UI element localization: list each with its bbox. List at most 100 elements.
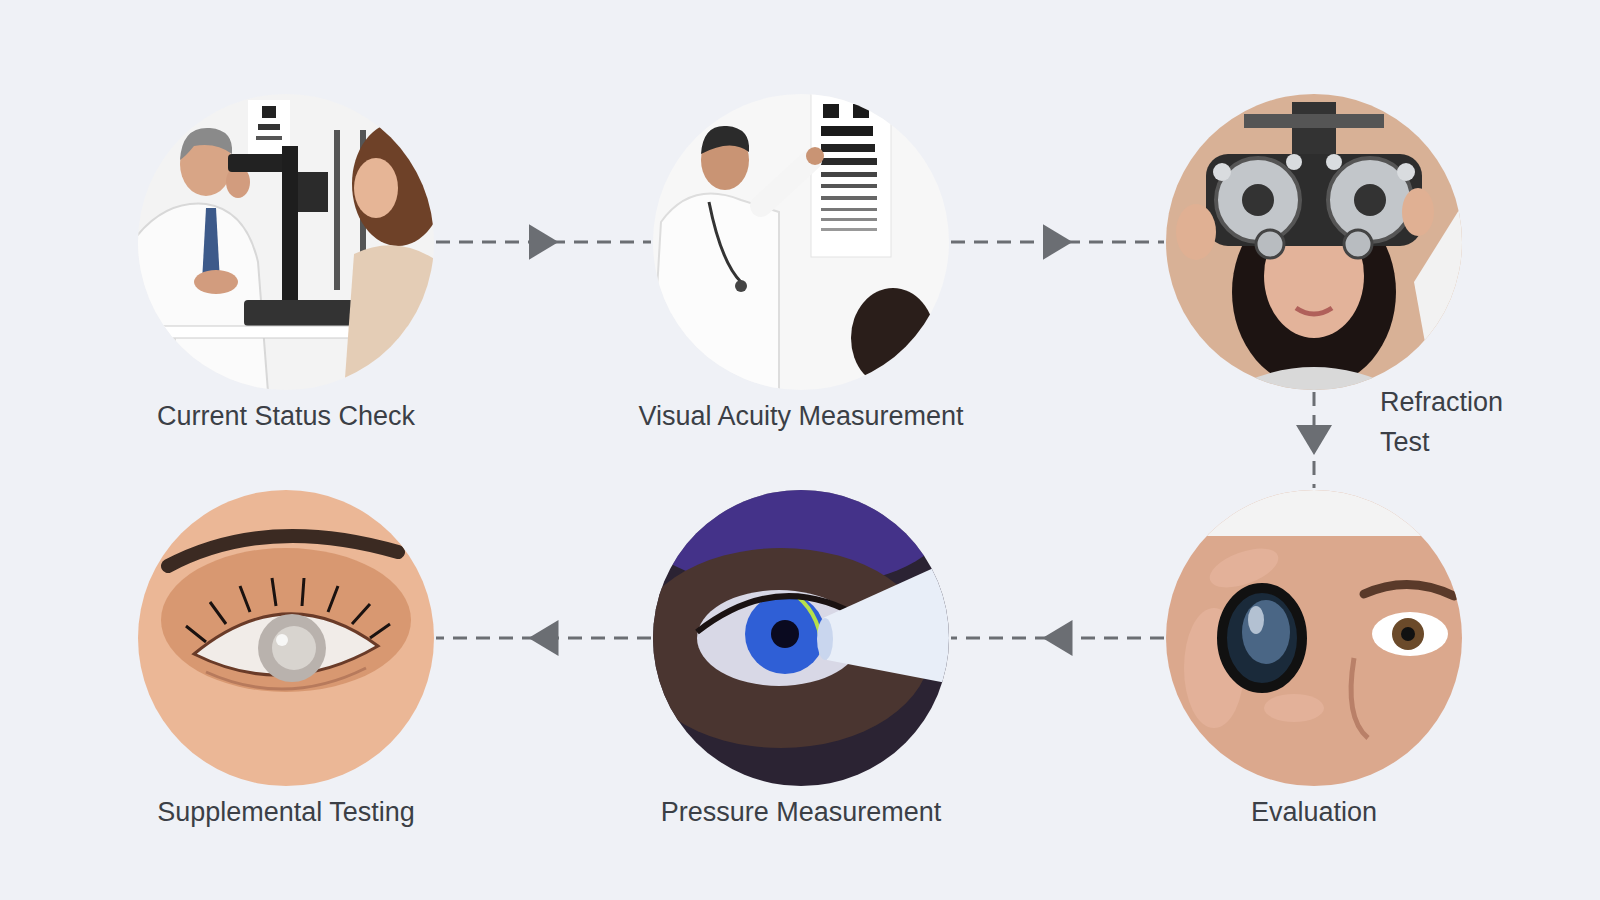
art-shape xyxy=(821,172,877,177)
step-circle: Evaluation xyxy=(1166,490,1462,786)
art-shape xyxy=(831,372,951,392)
dashed-arrow xyxy=(1313,392,1316,488)
art-shape xyxy=(194,270,238,294)
art-shape xyxy=(817,618,833,660)
step-label: Pressure Measurement xyxy=(661,792,942,832)
art-shape xyxy=(651,92,951,392)
art-shape xyxy=(821,144,875,152)
dashed-arrow xyxy=(951,637,1164,640)
art-shape xyxy=(1164,488,1464,788)
art-shape xyxy=(334,130,340,290)
art-shape xyxy=(811,92,891,257)
art-shape xyxy=(1176,204,1216,260)
art-shape xyxy=(1401,627,1415,641)
art-shape xyxy=(853,104,869,118)
art-shape xyxy=(709,202,741,282)
art-shape xyxy=(1164,92,1464,392)
art-shape xyxy=(821,218,877,221)
art-shape xyxy=(206,668,366,689)
step-label: Visual Acuity Measurement xyxy=(638,396,963,436)
art-shape xyxy=(1402,188,1434,236)
art-shape xyxy=(258,614,326,682)
eye-chart-photo xyxy=(651,92,951,392)
art-shape xyxy=(1364,584,1454,596)
dashed-arrow xyxy=(436,241,651,244)
art-shape xyxy=(1392,618,1424,650)
art-shape xyxy=(1213,163,1231,181)
step-label: Current Status Check xyxy=(157,396,415,436)
step-circle: Refraction Test xyxy=(1166,94,1462,390)
art-shape xyxy=(1344,230,1372,258)
dashed-arrow xyxy=(436,637,651,640)
art-shape xyxy=(1326,154,1342,170)
art-shape xyxy=(161,548,411,692)
art-shape xyxy=(136,204,268,392)
art-shape xyxy=(1292,102,1336,162)
art-shape xyxy=(244,300,354,326)
step-circle: Current Status Check xyxy=(138,94,434,390)
art-shape xyxy=(1248,606,1264,634)
step-label: Evaluation xyxy=(1251,792,1377,832)
step-label: Supplemental Testing xyxy=(157,792,415,832)
tonometry-photo xyxy=(631,468,951,788)
art-shape xyxy=(1206,154,1422,246)
phoropter-photo xyxy=(1164,92,1464,392)
art-shape xyxy=(771,620,799,648)
dashed-arrow xyxy=(951,241,1164,244)
art-shape xyxy=(136,488,436,788)
art-shape xyxy=(1224,367,1404,392)
step-circle: Visual Acuity Measurement xyxy=(653,94,949,390)
art-shape xyxy=(1256,230,1284,258)
art-shape xyxy=(821,228,877,231)
art-shape xyxy=(352,122,444,246)
art-shape xyxy=(166,338,176,398)
art-shape xyxy=(1222,588,1302,688)
art-shape xyxy=(1244,114,1384,128)
art-shape xyxy=(1164,488,1464,788)
art-shape xyxy=(806,147,824,165)
art-shape xyxy=(298,172,328,212)
art-shape xyxy=(823,104,839,118)
art-shape xyxy=(821,158,877,165)
art-shape xyxy=(1242,600,1290,664)
art-shape xyxy=(823,560,951,684)
art-shape xyxy=(1242,184,1274,216)
cataract-eye-photo xyxy=(136,488,436,788)
art-shape xyxy=(1264,694,1324,722)
art-shape xyxy=(136,488,436,788)
art-shape xyxy=(651,92,951,392)
step-circle: Supplemental Testing xyxy=(138,490,434,786)
art-shape xyxy=(186,578,390,642)
art-shape xyxy=(180,128,232,160)
art-shape xyxy=(761,160,811,206)
art-shape xyxy=(631,468,951,788)
art-shape xyxy=(136,92,444,398)
step-label: Refraction Test xyxy=(1380,382,1530,462)
art-shape xyxy=(1354,184,1386,216)
evaluation-photo xyxy=(1164,488,1464,788)
art-shape xyxy=(344,245,436,392)
art-shape xyxy=(1296,308,1332,314)
art-shape xyxy=(821,208,877,211)
step-circle: Pressure Measurement xyxy=(653,490,949,786)
art-shape xyxy=(1351,658,1368,738)
art-shape xyxy=(258,124,280,130)
art-shape xyxy=(701,126,749,154)
art-shape xyxy=(1164,92,1464,392)
art-shape xyxy=(256,136,282,140)
art-shape xyxy=(821,126,873,136)
art-shape xyxy=(851,288,935,388)
art-shape xyxy=(272,626,316,670)
art-shape xyxy=(1164,488,1464,536)
art-shape xyxy=(821,184,877,188)
slit-lamp-photo xyxy=(136,92,444,398)
art-shape xyxy=(1372,612,1448,656)
art-shape xyxy=(262,106,276,118)
art-shape xyxy=(1286,154,1302,170)
art-shape xyxy=(168,536,398,566)
art-shape xyxy=(735,280,747,292)
